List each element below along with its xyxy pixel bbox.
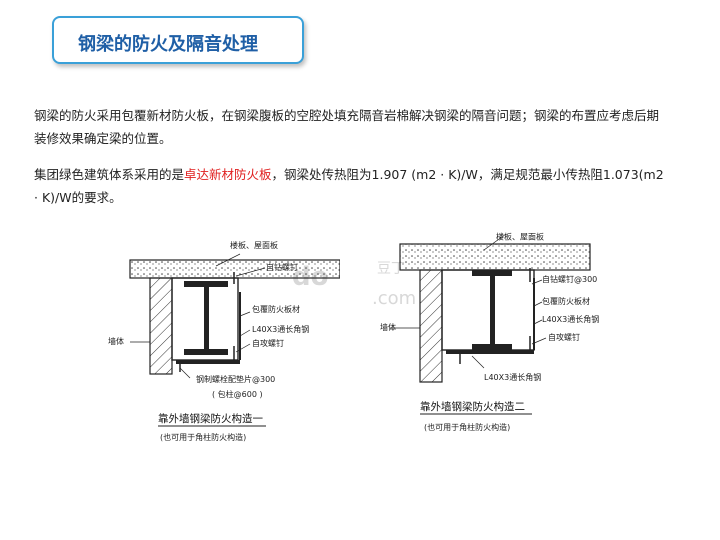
beam-bottom-flange: [184, 349, 228, 355]
watermark-com: .com: [372, 288, 417, 309]
diagram-2: 楼板、屋面板 自钻螺钉@300 包覆防火板材 L40X3通长角钢 自攻螺钉 墙体…: [380, 232, 599, 432]
beam-top-flange: [472, 270, 512, 276]
paragraph-2: 集团绿色建筑体系采用的是卓达新材防火板，钢梁处传热阻为1.907 (m2 · K…: [34, 163, 664, 209]
beam-web: [204, 287, 209, 349]
d2-caption: 靠外墙钢梁防火构造二: [420, 400, 525, 413]
angle-bottom: [172, 360, 240, 364]
d1-label-bolt: 钢制螺栓配垫片@300: [196, 374, 275, 384]
d2-label-angle-bottom: L40X3通长角钢: [484, 372, 541, 382]
beam-web: [490, 276, 495, 344]
d1-label-board: 包覆防火板材: [252, 304, 300, 314]
beam-top-flange: [184, 281, 228, 287]
slab: [399, 243, 591, 271]
d1-label-screw-top: 自钻螺钉: [266, 262, 298, 272]
watermark-cn: 豆丁: [377, 261, 405, 277]
d2-label-wall: 墙体: [380, 322, 396, 332]
d1-label-self-tap: 自攻螺钉: [252, 338, 284, 348]
para2-prefix: 集团绿色建筑体系采用的是: [34, 167, 185, 182]
d1-label-note: ( 包柱@600 ): [212, 389, 263, 399]
d1-label-slab: 楼板、屋面板: [230, 240, 278, 250]
d2-label-screw: 自钻螺钉@300: [542, 274, 597, 284]
wall: [149, 277, 173, 375]
angle-bottom: [442, 350, 534, 354]
d1-label-wall: 墙体: [108, 336, 124, 346]
d2-label-board: 包覆防火板材: [542, 296, 590, 306]
beam-bottom-flange: [472, 344, 512, 350]
d1-subcaption: (也可用于角柱防火构造): [160, 432, 246, 442]
page-title: 钢梁的防火及隔音处理: [78, 34, 258, 55]
paragraph-1: 钢梁的防火采用包覆新材防火板，在钢梁腹板的空腔处填充隔音岩棉解决钢梁的隔音问题；…: [34, 108, 660, 146]
fire-board: [441, 269, 535, 351]
d2-label-angle: L40X3通长角钢: [542, 314, 599, 324]
wall: [419, 269, 443, 383]
para2-suffix: ，钢梁处传热阻为1.907 (m2 · K)/W，满足规范最小传热阻1.073(…: [34, 167, 664, 205]
d2-label-self-tap: 自攻螺钉: [548, 332, 580, 342]
d1-caption: 靠外墙钢梁防火构造一: [158, 412, 263, 425]
slab: [129, 259, 340, 279]
diagram-1: 楼板、屋面板 自钻螺钉 包覆防火板材 L40X3通长角钢 自攻螺钉 墙体 钢制螺…: [108, 240, 340, 442]
d2-label-slab: 楼板、屋面板: [496, 232, 544, 242]
title-box: 钢梁的防火及隔音处理: [52, 16, 304, 64]
para2-highlight: 卓达新材防火板: [184, 167, 272, 182]
d2-subcaption: (也可用于角柱防火构造): [424, 422, 510, 432]
d1-label-angle: L40X3通长角钢: [252, 324, 309, 334]
